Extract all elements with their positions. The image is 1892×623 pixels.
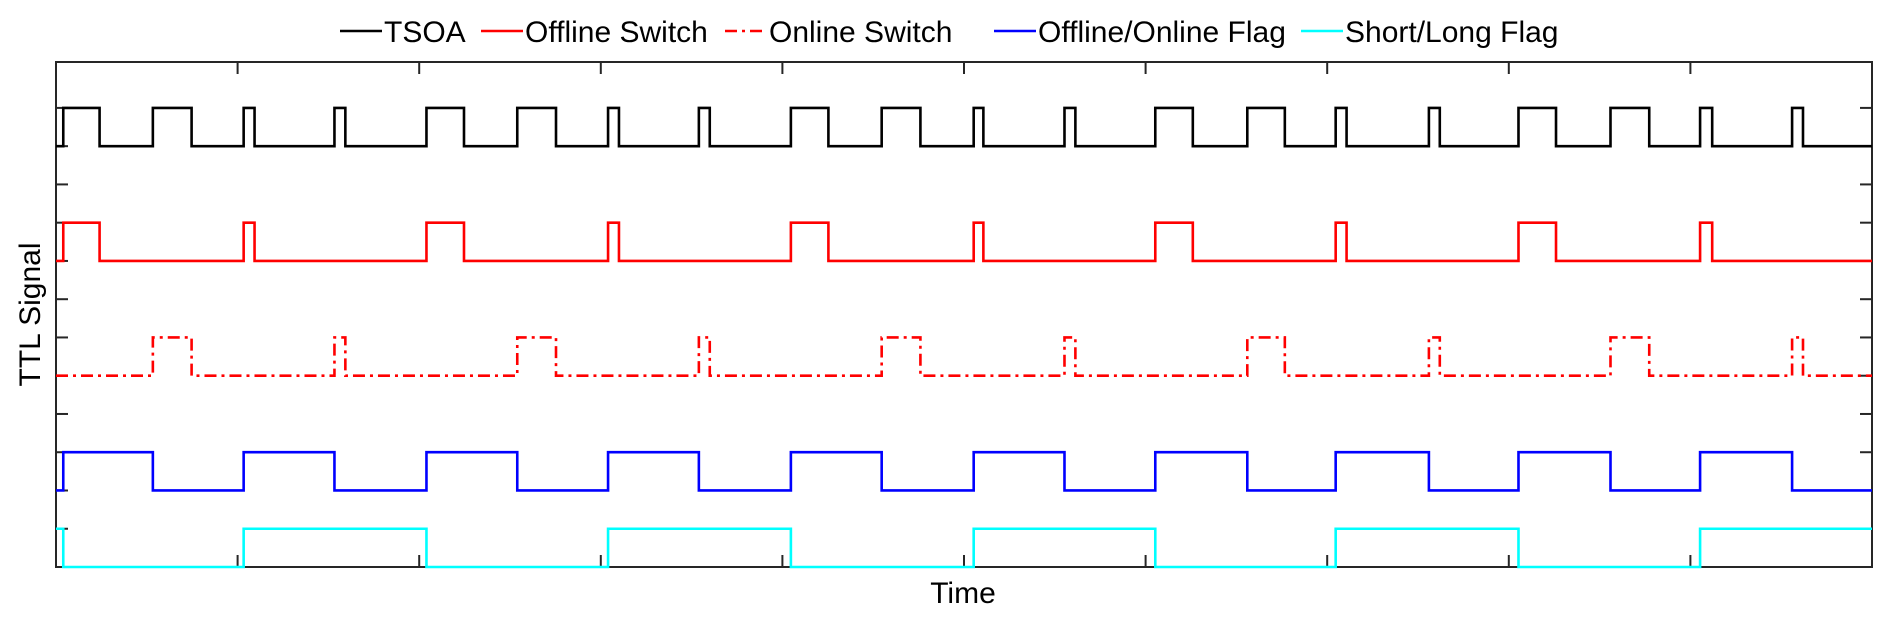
plot-area	[55, 61, 1873, 569]
y-axis-label: TTL Signal	[14, 243, 47, 387]
legend-label: Offline/Online Flag	[1038, 16, 1286, 49]
legend: TSOA Offline Switch Online Switch Offline/O…	[340, 16, 1558, 49]
legend-label: Offline Switch	[525, 16, 708, 49]
legend-label: Short/Long Flag	[1345, 16, 1558, 49]
series-line-online-switch	[56, 336, 1872, 378]
legend-label: TSOA	[384, 16, 466, 49]
series-line-short-long-flag	[56, 527, 1872, 569]
legend-label: Online Switch	[769, 16, 952, 49]
series-line-offline-switch	[56, 221, 1872, 263]
series-group	[56, 106, 1872, 569]
x-axis-label: Time	[930, 577, 996, 610]
series-line-offline-online-flag	[56, 450, 1872, 492]
series-line-tsoa	[56, 106, 1872, 148]
